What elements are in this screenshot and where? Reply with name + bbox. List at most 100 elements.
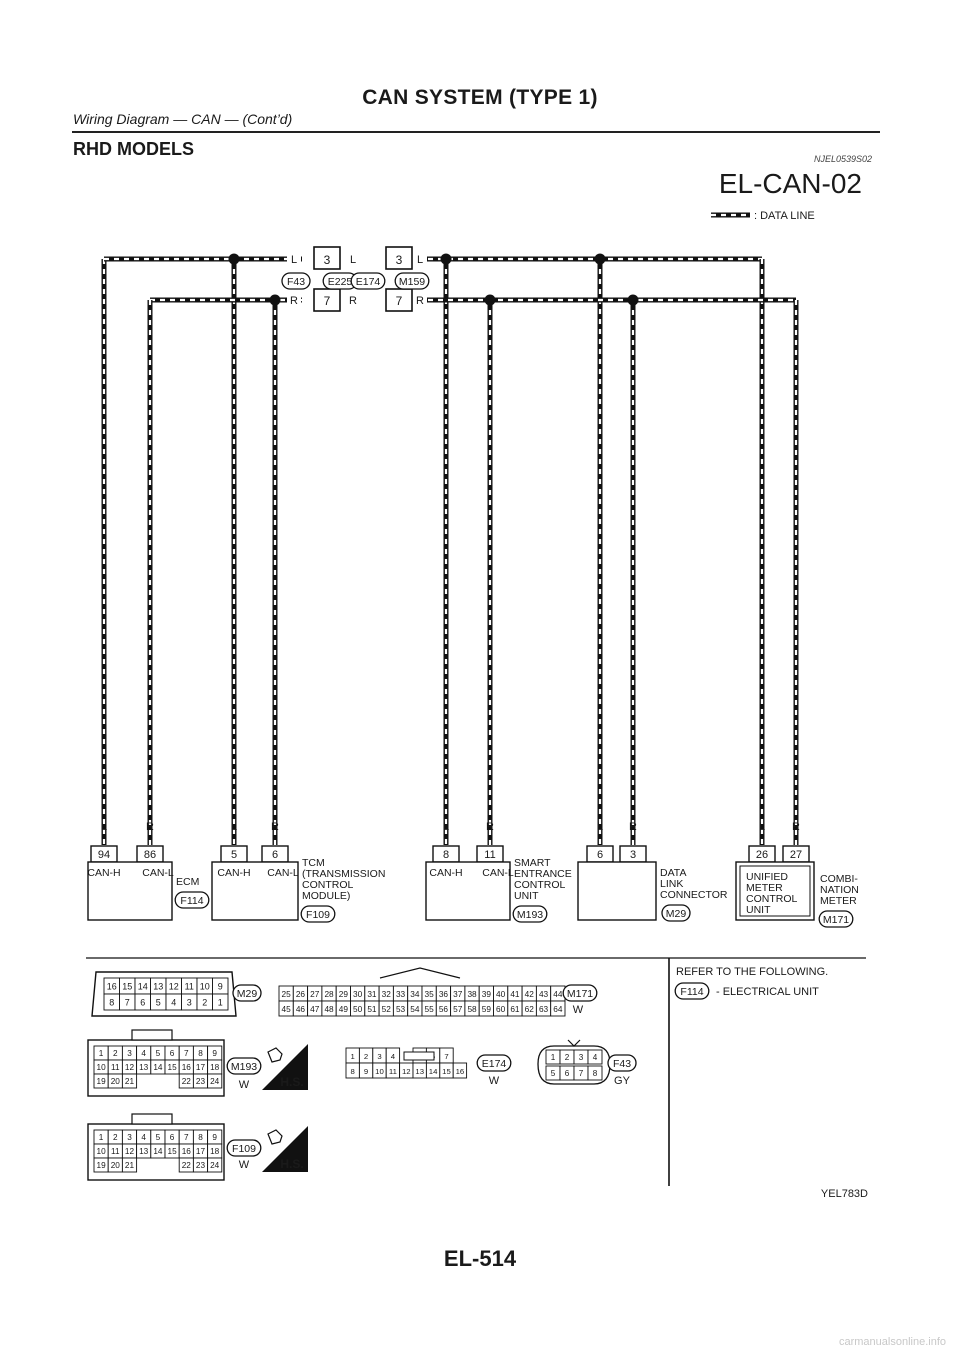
m171-cell-1-5 — [350, 1000, 366, 1017]
bus-l-gap-2 — [413, 292, 427, 308]
m193-cell-1-7 — [192, 1059, 209, 1075]
f109-pin-0-0: 1 — [99, 1133, 104, 1142]
m193-hs-triangle — [262, 1044, 308, 1090]
unit-2-box — [425, 861, 511, 921]
m29-pin-1-5: 3 — [187, 998, 192, 1008]
m193-pin-1-0: 10 — [97, 1063, 107, 1072]
f43-top-cell-0-2 — [573, 1049, 589, 1065]
e174-cell-1-3 — [385, 1062, 401, 1079]
m193-cell-0-5 — [164, 1045, 180, 1061]
e174-pin-0-7: 7 — [444, 1052, 448, 1061]
e174-pin-0-5: 5 — [418, 1052, 422, 1061]
m29-cell-0-7 — [212, 977, 229, 995]
splice-can-l-1 — [269, 294, 281, 306]
f109-latch — [131, 1113, 173, 1125]
junction-0-pin-h: 3 — [324, 253, 331, 267]
bus-h-gap-1 — [346, 251, 360, 267]
m171-cell-0-9 — [407, 985, 423, 1002]
m171-pin-0-6: 31 — [367, 989, 377, 999]
e174-key — [403, 1051, 435, 1061]
e174-pin-1-0: 8 — [351, 1067, 355, 1076]
m171-cell-1-1 — [292, 1000, 309, 1017]
m193-pin-2-7: 23 — [196, 1077, 206, 1086]
m171-pin-1-0: 45 — [282, 1004, 292, 1014]
e174-cell-1-6 — [425, 1062, 441, 1079]
unit-4-inner-line-1: METER — [746, 882, 783, 894]
m29-cell-1-0 — [103, 993, 120, 1011]
m171-pin-1-10: 55 — [425, 1004, 435, 1014]
f43-top-pin-0-1: 2 — [565, 1053, 570, 1062]
f109-cell-1-1 — [107, 1143, 123, 1159]
m171-pin-1-9: 54 — [410, 1004, 420, 1014]
m193-cell-1-0 — [93, 1059, 109, 1075]
unit-4-inner-line-0: UNIFIED — [746, 871, 788, 883]
f109-cell-2-0 — [93, 1157, 109, 1173]
m29-cell-1-7 — [212, 993, 229, 1011]
unit-4-pin-l: 27 — [790, 849, 802, 861]
figure-code: YEL783D — [820, 1188, 868, 1200]
m193-cell-2-6 — [178, 1073, 194, 1089]
unit-3-pin-l-box — [619, 845, 647, 863]
m171-cell-0-3 — [321, 985, 337, 1002]
m193-cell-2-2 — [121, 1073, 138, 1089]
m193-cell-2-7 — [192, 1073, 209, 1089]
e174-pin-1-4: 12 — [402, 1067, 411, 1076]
f109-pin-2-0: 19 — [97, 1161, 107, 1170]
bus-l-gap-1 — [346, 292, 360, 308]
e174-pin-0-1: 2 — [364, 1052, 368, 1061]
f43-top-pin-0-3: 4 — [593, 1053, 598, 1062]
unit-0-pin-h-box — [90, 845, 118, 863]
m193-hs-bg — [261, 1043, 309, 1091]
f109-cell-0-4 — [150, 1129, 166, 1145]
unit-1-name-line-0: TCM — [302, 857, 325, 869]
m29-pin-0-4: 12 — [169, 982, 179, 992]
f109-cell-0-8 — [207, 1129, 223, 1145]
m193-pin-0-3: 4 — [141, 1049, 146, 1058]
m171-pin-0-16: 41 — [510, 989, 520, 999]
e174-cell-1-2 — [372, 1062, 387, 1079]
e174-pin-1-8: 16 — [456, 1067, 465, 1076]
splice-can-h-3 — [594, 253, 606, 265]
f109-cell-1-3 — [136, 1143, 152, 1159]
m171-cell-1-4 — [335, 1000, 351, 1017]
m171-cell-0-18 — [535, 985, 552, 1002]
refer-heading: REFER TO THE FOLLOWING. — [676, 966, 828, 978]
f109-pin-1-3: 13 — [139, 1147, 149, 1156]
unit-2-connector-code: M193 — [517, 909, 543, 921]
junction-1-pin-h: 3 — [396, 253, 403, 267]
m171-pin-1-17: 62 — [525, 1004, 535, 1014]
legend-label: : DATA LINE — [754, 210, 815, 222]
f109-pin-2-8: 24 — [210, 1161, 220, 1170]
m29-code-border — [232, 984, 262, 1002]
junction-0-right-code: E225 — [328, 276, 353, 288]
m171-cell-0-15 — [493, 985, 509, 1002]
m171-color: W — [573, 1004, 584, 1016]
f109-pin-0-8: 9 — [212, 1133, 217, 1142]
f109-pin-0-5: 6 — [170, 1133, 175, 1142]
m171-cell-1-13 — [464, 1000, 480, 1017]
m29-cell-1-3 — [150, 993, 167, 1011]
m171-cell-1-12 — [450, 1000, 466, 1017]
f109-code: F109 — [232, 1143, 256, 1155]
e174-code-border — [476, 1054, 512, 1072]
m29-pin-1-4: 4 — [171, 998, 176, 1008]
page-number: EL-514 — [443, 1246, 517, 1271]
m193-pin-0-2: 3 — [127, 1049, 132, 1058]
m29-cell-1-1 — [119, 993, 136, 1011]
f109-cell-0-5 — [164, 1129, 180, 1145]
e174-cell-1-4 — [399, 1062, 414, 1079]
m171-cell-0-10 — [421, 985, 437, 1002]
m171-pin-1-3: 48 — [324, 1004, 334, 1014]
e174-cell-1-5 — [412, 1062, 427, 1079]
f43-bottom-cell-0-0 — [545, 1065, 561, 1081]
f109-cell-0-6 — [178, 1129, 194, 1145]
m171-cell-1-2 — [307, 1000, 323, 1017]
header-rule — [72, 131, 880, 133]
m171-cell-1-16 — [507, 1000, 523, 1017]
unit-4-pin-h-box — [748, 845, 776, 863]
m171-pin-1-1: 46 — [296, 1004, 306, 1014]
f109-pin-1-2: 12 — [125, 1147, 135, 1156]
m171-pin-1-6: 51 — [367, 1004, 377, 1014]
m171-cell-0-19 — [550, 985, 566, 1002]
